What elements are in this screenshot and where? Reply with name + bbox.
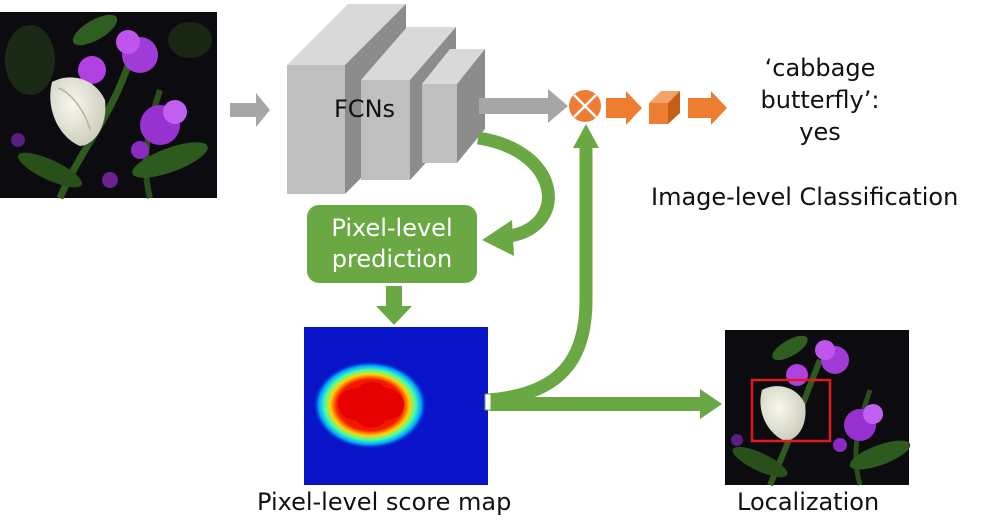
classification-result: ‘cabbage butterfly’: yes (745, 52, 895, 148)
input-arrow (230, 93, 270, 127)
input-photo (0, 12, 217, 200)
score-map-caption: Pixel-level score map (257, 488, 512, 516)
pixel-prediction-line-1: Pixel-level (331, 214, 453, 242)
fcn-to-pixel-arrow (476, 131, 555, 256)
orange-arrow-1 (606, 91, 642, 125)
fcn-blocks (287, 4, 485, 194)
orange-arrow-2 (688, 91, 727, 125)
result-line-1: ‘cabbage (764, 54, 876, 82)
fcn-to-multiply-arrow (479, 89, 568, 123)
map-to-multiply-arrow (486, 124, 599, 407)
score-heatmap (304, 327, 488, 485)
fcn-label: FCNs (334, 95, 396, 123)
result-line-3: yes (799, 118, 841, 146)
pixel-prediction-box: Pixel-level prediction (307, 205, 477, 283)
pixel-prediction-line-2: prediction (331, 245, 453, 273)
multiply-operator-icon (569, 90, 601, 122)
localization-photo (725, 330, 911, 487)
classification-caption: Image-level Classification (651, 183, 959, 211)
fc-block-icon (649, 91, 680, 124)
result-line-2: butterfly’: (760, 86, 880, 114)
pixel-to-map-arrow (376, 286, 412, 325)
bounding-box (750, 378, 832, 443)
map-to-localization-arrow (490, 389, 722, 419)
localization-caption: Localization (737, 488, 880, 516)
